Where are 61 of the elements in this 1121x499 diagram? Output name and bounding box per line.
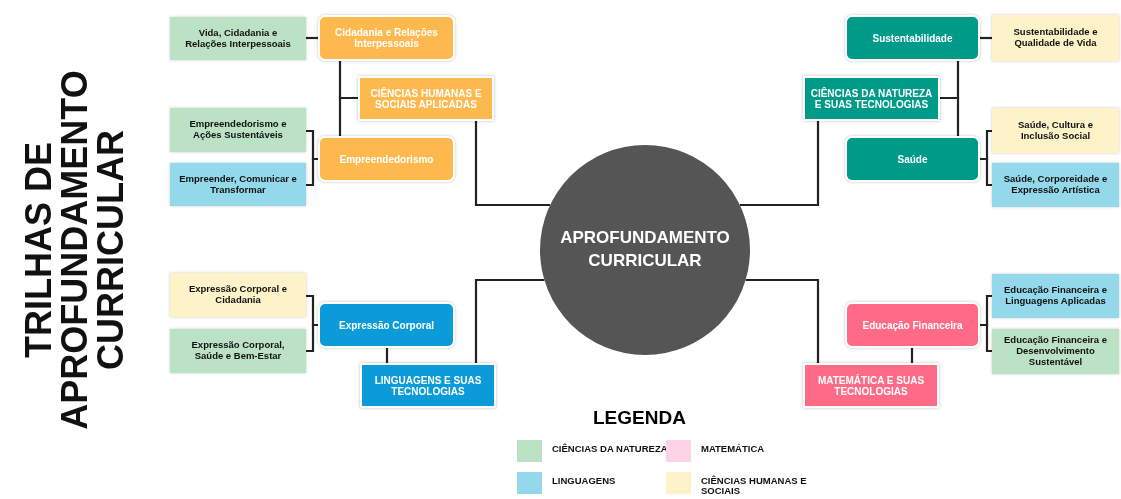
topic-box xyxy=(992,163,1119,207)
topic-box xyxy=(170,329,306,373)
node-text: APROFUNDAMENTO CURRICULAR xyxy=(559,227,731,272)
node-text: Vida, Cidadania e Relações Interpessoais xyxy=(184,27,292,50)
node-text: Expressão Corporal e Cidadania xyxy=(187,284,289,306)
connector-line xyxy=(980,157,992,187)
trail-box xyxy=(845,15,980,61)
area-box xyxy=(803,76,940,121)
connector-line xyxy=(306,323,318,353)
vertical-title: TRILHAS DE APROFUNDAMENTO CURRICULAR xyxy=(21,70,129,430)
connector-line xyxy=(385,348,389,363)
topic-box xyxy=(992,329,1119,374)
area-box xyxy=(803,363,939,408)
topic-box xyxy=(992,15,1119,61)
node-text: Expressão Corporal xyxy=(337,319,435,331)
trail-box xyxy=(318,136,455,182)
node-text: Educação Financeira xyxy=(861,319,964,331)
topic-box xyxy=(170,108,306,152)
node-text: Sustentabilidade xyxy=(871,32,954,44)
connector-line xyxy=(910,348,914,363)
node-text: Saúde xyxy=(896,153,929,165)
node-text: Expressão Corporal, Saúde e Bem-Estar xyxy=(190,340,286,362)
node-text: Educação Financeira e Linguagens Aplicadas xyxy=(1003,285,1108,307)
node-text: CIÊNCIAS DA NATUREZA E SUAS TECNOLOGIAS xyxy=(809,87,934,110)
node-text: Empreender, Comunicar e Transformar xyxy=(178,173,298,196)
node-text: Saúde, Corporeidade e Expressão Artística xyxy=(1002,174,1109,196)
legend-label: LINGUAGENS xyxy=(552,476,617,487)
node-text: Sustentabilidade e Qualidade de Vida xyxy=(1012,27,1099,49)
trail-box xyxy=(845,302,980,348)
node-text: CIÊNCIAS HUMANAS E SOCIAIS APLICADAS xyxy=(369,87,483,110)
trail-box xyxy=(845,136,980,182)
connector-line xyxy=(306,36,318,40)
node-text: Empreendedorismo xyxy=(338,153,435,165)
topic-box xyxy=(170,17,306,60)
node-text: Educação Financeira e Desenvolvimento Sustentável xyxy=(1003,335,1108,368)
node-text: Saúde, Cultura e Inclusão Social xyxy=(1017,119,1094,142)
topic-box xyxy=(170,163,306,206)
node-text: Cidadania e Relações Interpessoais xyxy=(334,27,439,49)
area-box xyxy=(358,76,494,121)
topic-box xyxy=(992,274,1119,318)
node-text: LINGUAGENS E SUAS TECNOLOGIAS xyxy=(373,374,483,397)
legend-label: CIÊNCIAS HUMANAS E SOCIAIS xyxy=(701,476,808,497)
legend-heading: LEGENDA xyxy=(593,407,686,429)
topic-box xyxy=(170,273,306,317)
trail-box xyxy=(318,15,455,61)
area-box xyxy=(360,363,496,408)
connector-line xyxy=(980,323,992,353)
trail-box xyxy=(318,302,455,348)
connector-line xyxy=(739,121,820,207)
connector-line xyxy=(474,121,551,207)
legend-label: MATEMÁTICA xyxy=(701,444,766,455)
connector-line xyxy=(745,278,820,363)
connector-line xyxy=(980,36,992,40)
node-text: MATEMÁTICA E SUAS TECNOLOGIAS xyxy=(816,374,926,397)
node-text: Empreendedorismo e Ações Sustentáveis xyxy=(188,119,288,141)
connector-line xyxy=(306,157,318,187)
legend-label: CIÊNCIAS DA NATUREZA xyxy=(552,444,669,455)
topic-box xyxy=(992,108,1119,153)
connector-line xyxy=(940,96,960,136)
connector-line xyxy=(338,96,358,136)
connector-line xyxy=(474,278,545,363)
